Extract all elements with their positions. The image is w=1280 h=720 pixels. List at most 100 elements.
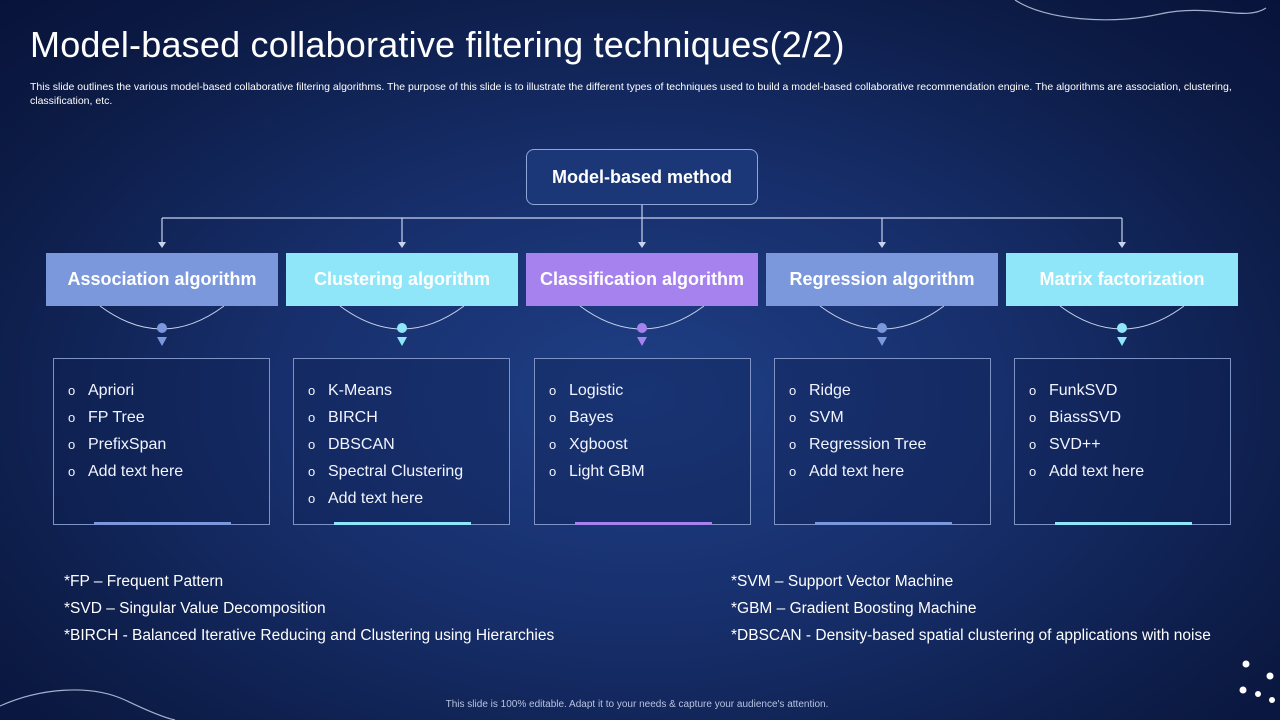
footnote: *DBSCAN - Density-based spatial clusteri… (731, 627, 1211, 644)
category-header-5: Matrix factorization (1006, 253, 1238, 306)
list-item: o SVD++ (1029, 431, 1230, 458)
footnote: *BIRCH - Balanced Iterative Reducing and… (64, 627, 555, 644)
list-item-text: BIRCH (328, 409, 378, 426)
list-item: o BiassSVD (1029, 404, 1230, 431)
dots-decoration (1239, 660, 1275, 703)
page-title: Model-based collaborative filtering tech… (30, 24, 845, 65)
connector-arc (339, 305, 465, 330)
list-item: o Add text here (1029, 458, 1230, 485)
list-item-text: Add text here (809, 463, 905, 480)
box-accent-bar (575, 522, 712, 525)
list-item-text: Regression Tree (809, 436, 927, 453)
list-item: o FP Tree (68, 404, 269, 431)
bullet-circle-icon: o (549, 437, 557, 452)
connector-arc (1059, 305, 1185, 330)
list-item: o Xgboost (549, 431, 750, 458)
connector-dot (637, 323, 647, 333)
list-item-text: Xgboost (569, 436, 628, 453)
bullet-circle-icon: o (1029, 410, 1037, 425)
list-item: o Light GBM (549, 458, 750, 485)
bullet-circle-icon: o (789, 383, 797, 398)
box-accent-bar (815, 522, 952, 525)
bullet-circle-icon: o (1029, 437, 1037, 452)
list-item: o Ridge (789, 377, 990, 404)
bullet-circle-icon: o (308, 410, 316, 425)
list-item: o Add text here (789, 458, 990, 485)
list-item: o Add text here (68, 458, 269, 485)
category-header-2: Clustering algorithm (286, 253, 518, 306)
bullet-circle-icon: o (1029, 464, 1037, 479)
connector-dot (1117, 323, 1127, 333)
list-item-text: K-Means (328, 382, 393, 399)
bullet-circle-icon: o (308, 464, 316, 479)
bullet-circle-icon: o (1029, 383, 1037, 398)
connector-arrow (637, 337, 647, 346)
list-item: o FunkSVD (1029, 377, 1230, 404)
bullet-circle-icon: o (68, 464, 76, 479)
list-item-text: Light GBM (569, 463, 645, 480)
box-accent-bar (94, 522, 231, 525)
list-item-text: Bayes (569, 409, 614, 426)
bullet-circle-icon: o (549, 383, 557, 398)
connector-dot (397, 323, 407, 333)
bullet-circle-icon: o (68, 437, 76, 452)
list-item-text: FP Tree (88, 409, 145, 426)
connector-arc (99, 305, 225, 330)
list-item: o SVM (789, 404, 990, 431)
bullet-circle-icon: o (789, 464, 797, 479)
bullet-circle-icon: o (308, 491, 316, 506)
list-item-text: Add text here (88, 463, 184, 480)
footnote: *SVD – Singular Value Decomposition (64, 600, 326, 617)
list-item-text: BiassSVD (1049, 409, 1122, 426)
connector-arrow (1117, 337, 1127, 346)
bullet-circle-icon: o (68, 410, 76, 425)
list-item-text: SVD++ (1049, 436, 1101, 453)
connector-dot (157, 323, 167, 333)
category-header-4: Regression algorithm (766, 253, 998, 306)
list-item: o K-Means (308, 377, 509, 404)
list-item: o Add text here (308, 485, 509, 512)
category-header-3: Classification algorithm (526, 253, 758, 306)
page-subtitle: This slide outlines the various model-ba… (30, 81, 1232, 107)
footer-note: This slide is 100% editable. Adapt it to… (445, 699, 829, 710)
footnote: *FP – Frequent Pattern (64, 573, 224, 590)
list-item-text: FunkSVD (1049, 382, 1118, 399)
connector-arrow (157, 337, 167, 346)
list-item-text: Logistic (569, 382, 624, 399)
list-item-text: Ridge (809, 382, 851, 399)
list-item: o PrefixSpan (68, 431, 269, 458)
list-item-text: Add text here (1049, 463, 1145, 480)
list-item-text: Spectral Clustering (328, 463, 464, 480)
connector-arrow (877, 337, 887, 346)
list-item-text: Add text here (328, 490, 424, 507)
bullet-circle-icon: o (308, 383, 316, 398)
footnote: *GBM – Gradient Boosting Machine (731, 600, 977, 617)
list-item: o Bayes (549, 404, 750, 431)
category-header-1: Association algorithm (46, 253, 278, 306)
connector-arc (819, 305, 945, 330)
box-accent-bar (334, 522, 471, 525)
connector-dot (877, 323, 887, 333)
list-item-text: DBSCAN (328, 436, 395, 453)
bullet-circle-icon: o (549, 464, 557, 479)
list-item: o Spectral Clustering (308, 458, 509, 485)
list-item-text: PrefixSpan (88, 436, 167, 453)
footnote: *SVM – Support Vector Machine (731, 573, 954, 590)
bullet-circle-icon: o (549, 410, 557, 425)
list-item-text: Apriori (88, 382, 135, 399)
bullet-circle-icon: o (789, 410, 797, 425)
list-item-text: SVM (809, 409, 844, 426)
box-accent-bar (1055, 522, 1192, 525)
